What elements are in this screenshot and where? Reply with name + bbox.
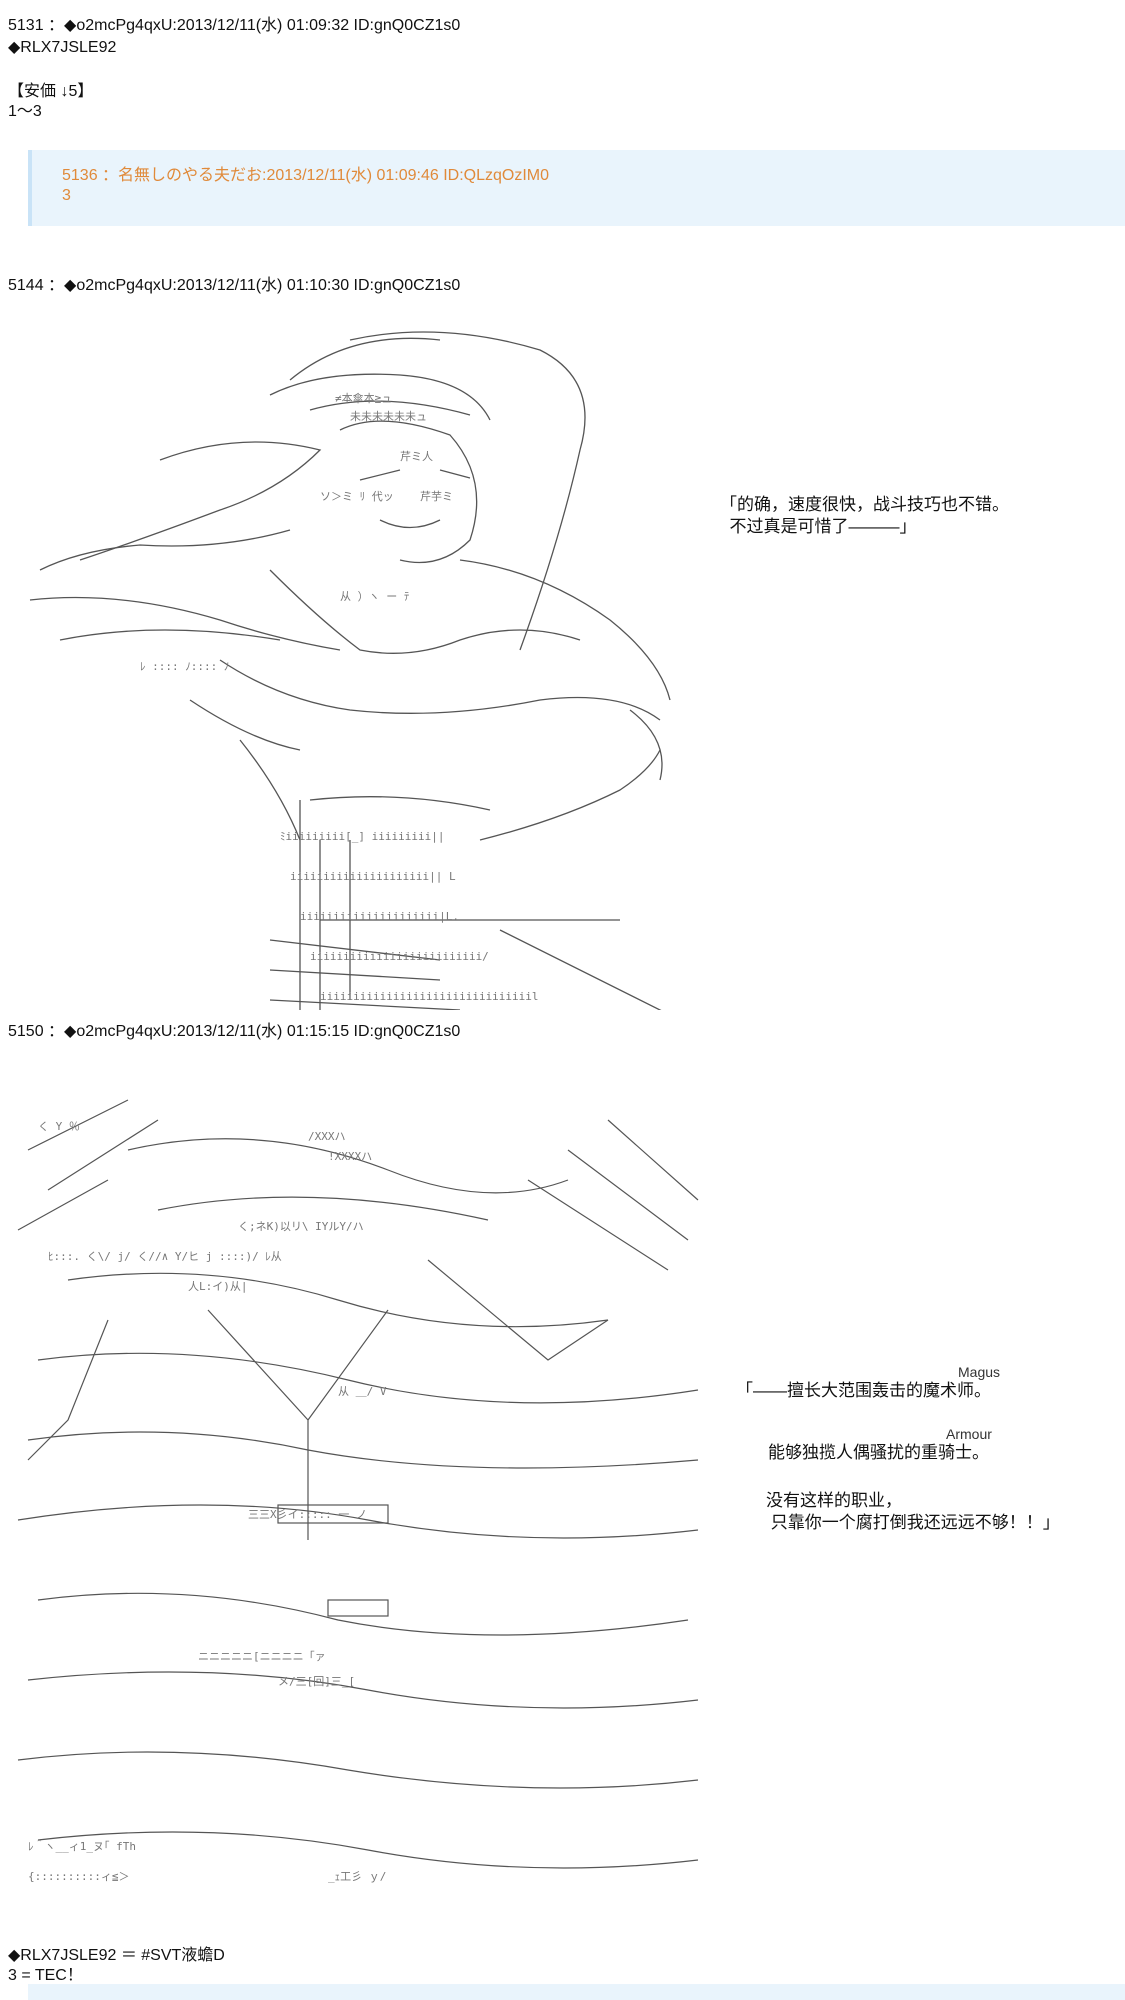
trip-line: ◆RLX7JSLE92	[8, 39, 117, 56]
svg-text:く Y ％: く Y ％	[38, 1120, 80, 1133]
svg-text:メ/三[回]三_[: メ/三[回]三_[	[278, 1675, 355, 1688]
ascii-art-figure-1: ≠本傘本≧ュ 未未未未未未ュ 芹ミ人 ソ＞ミ ﾘ 代ッ 芹芋ミ 从 ）ヽ ー ﾃ…	[29, 331, 671, 1010]
svg-text:く;ネK)以リ\ IYルY/ハ: く;ネK)以リ\ IYルY/ハ	[238, 1220, 364, 1233]
svg-text:{::::::::::ィ≦＞: {::::::::::ィ≦＞	[28, 1870, 129, 1883]
post-header-5131: 5131 ：◆o2mcPg4qxU:2013/12/11(水) 01:09:32…	[8, 17, 461, 34]
svg-text:iiiiiiiiiiiiiiiiiiiiiiiiiiiiii: iiiiiiiiiiiiiiiiiiiiiiiiiiiiiiiil	[320, 990, 539, 1003]
svg-text:ﾐiiiiiiiii[_] iiiiiiiii||: ﾐiiiiiiiii[_] iiiiiiiii||	[280, 830, 444, 843]
post-header-5144: 5144 ：◆o2mcPg4qxU:2013/12/11(水) 01:10:30…	[8, 277, 461, 294]
svg-text:芹芋ミ: 芹芋ミ	[420, 490, 453, 503]
svg-text:ソ＞ミ ﾘ 代ッ: ソ＞ミ ﾘ 代ッ	[320, 490, 394, 503]
svg-text:iiiiiiiiiiiiiiiiiiiii|| L: iiiiiiiiiiiiiiiiiiiii|| L	[290, 870, 456, 883]
caption-end-line2: 只靠你一个腐打倒我还远远不够！！」	[766, 1513, 1060, 1532]
svg-text:ﾋ:::. く\/ j/ く//∧ Y/ヒ j ::::)/: ﾋ:::. く\/ j/ く//∧ Y/ヒ j ::::)/ ﾚ从	[48, 1250, 282, 1263]
label-armour: Armour	[946, 1426, 992, 1442]
next-quote-box	[28, 1984, 1125, 2000]
label-magus: Magus	[958, 1364, 1001, 1380]
svg-text:三三X彡イ::::: 一 ノ: 三三X彡イ::::: 一 ノ	[248, 1508, 367, 1521]
ascii-art-figure-2: く Y ％ !XXXXハ /XXXハ く;ネK)以リ\ IYルY/ハ ﾋ:::.…	[17, 1099, 699, 1883]
svg-text:ﾚ＾ヽ__ィ1_ヌ｢ fTh: ﾚ＾ヽ__ィ1_ヌ｢ fTh	[28, 1838, 136, 1853]
art1-caption-line2: 不过真是可惜了———」	[720, 517, 917, 536]
svg-text:ニニニニニ[ニニニニ「ァ: ニニニニニ[ニニニニ「ァ	[198, 1650, 326, 1663]
svg-text:芹ミ人: 芹ミ人	[400, 450, 433, 463]
svg-text:!XXXXハ: !XXXXハ	[328, 1150, 372, 1163]
svg-text:_ｪ工彡 ｙ/: _ｪ工彡 ｙ/	[328, 1870, 386, 1883]
caption-end-line1: 没有这样的职业，	[766, 1491, 902, 1510]
caption-magus: 「——擅长大范围轰击的魔术师。	[736, 1381, 991, 1400]
svg-text:从 ＿/ V: 从 ＿/ V	[338, 1385, 387, 1398]
anka-line: 【安価 ↓5】	[8, 83, 94, 100]
trip-key-line: ◆RLX7JSLE92 ＝ #SVT液蟾D	[8, 1947, 225, 1964]
range-line: 1～3	[8, 103, 42, 120]
quoted-reply-body: 3	[62, 187, 71, 204]
svg-text:ﾚ :::: ﾉ:::: ﾉ: ﾚ :::: ﾉ:::: ﾉ	[140, 660, 229, 673]
svg-text:≠本傘本≧ュ: ≠本傘本≧ュ	[335, 391, 392, 405]
svg-text:人L:イ)从|: 人L:イ)从|	[188, 1280, 248, 1293]
svg-text:/XXXハ: /XXXハ	[308, 1130, 346, 1143]
art1-caption-line1: 「的确，速度很快，战斗技巧也不错。	[720, 495, 1009, 514]
svg-text:未未未未未未ュ: 未未未未未未ュ	[350, 410, 427, 423]
svg-text:iiiiiiiiiiiiiiiiiiiiiiiiii/: iiiiiiiiiiiiiiiiiiiiiiiiii/	[310, 950, 489, 963]
quoted-reply-header[interactable]: 5136 ：名無しのやる夫だお:2013/12/11(水) 01:09:46 I…	[62, 167, 550, 184]
quoted-reply: 5136 ：名無しのやる夫だお:2013/12/11(水) 01:09:46 I…	[28, 150, 1125, 226]
post-header-5150: 5150 ：◆o2mcPg4qxU:2013/12/11(水) 01:15:15…	[8, 1023, 461, 1040]
caption-armour: 能够独揽人偶骚扰的重骑士。	[768, 1443, 989, 1462]
result-line: 3 = TEC！	[8, 1967, 83, 1984]
svg-text:从 ）ヽ ー ﾃ: 从 ）ヽ ー ﾃ	[340, 590, 409, 603]
svg-text:iiiiiiiiiiiiiiiiiiiii|L.: iiiiiiiiiiiiiiiiiiiii|L.	[300, 910, 459, 923]
